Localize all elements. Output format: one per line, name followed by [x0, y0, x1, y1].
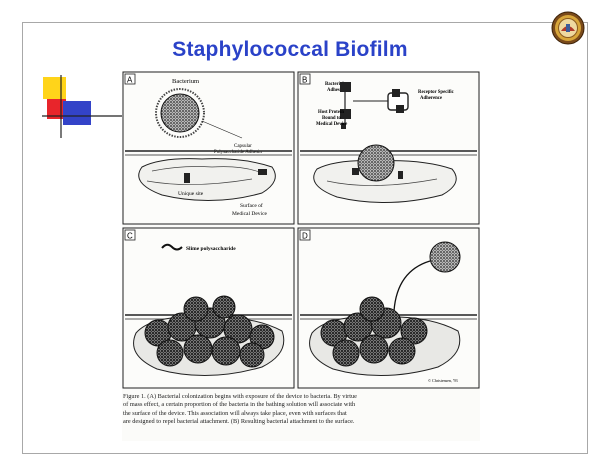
figure-caption: Figure 1. (A) Bacterial colonization beg…	[123, 393, 483, 426]
slime-label: Slime polysaccharide	[186, 246, 236, 252]
unique-sites-label: Unique site	[178, 191, 204, 197]
square-crosshair-decoration	[40, 75, 130, 140]
panel-c-letter: C	[127, 232, 133, 241]
host-protein-label-1: Host Protein	[318, 110, 344, 115]
surface-label-2: Medical Device	[232, 211, 268, 217]
surface-label-1: Surface of	[240, 202, 263, 209]
capsular-label-1: Capsular	[234, 144, 252, 149]
biofilm-figure: A B C D Bacterium Capsular Polysaccharid…	[122, 71, 480, 441]
panel-a-letter: A	[127, 76, 133, 85]
state-seal-icon	[551, 11, 585, 45]
bacterium-icon	[161, 94, 199, 132]
host-protein-label-2: Bound to	[322, 116, 341, 121]
receptor-label-1: Receptor Specific	[418, 90, 455, 95]
host-protein-label-3: Medical Device	[316, 122, 347, 127]
panel-d-letter: D	[302, 232, 308, 241]
bacterium-label: Bacterium	[172, 78, 199, 85]
panel-a	[123, 72, 294, 224]
slide-title: Staphylococcal Biofilm	[120, 38, 460, 62]
yellow-square	[43, 77, 66, 99]
free-bacterium-icon	[430, 242, 460, 272]
attached-bacterium-icon	[358, 145, 394, 181]
receptor-label-2: Adherence	[420, 96, 442, 101]
blue-square	[63, 101, 91, 125]
panel-b-letter: B	[302, 76, 307, 85]
